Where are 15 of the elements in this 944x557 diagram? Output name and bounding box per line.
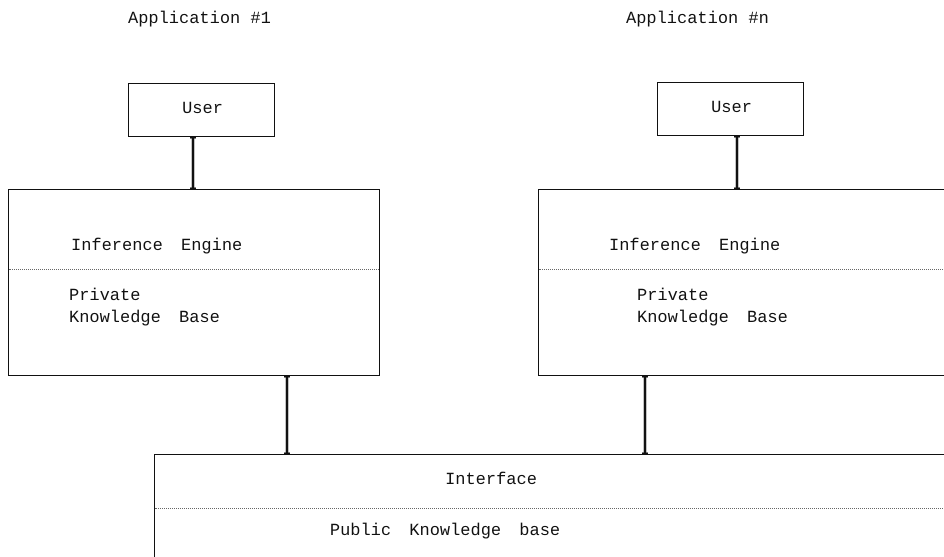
- component-title: Inference Engine: [71, 236, 244, 258]
- component-title: User: [181, 99, 224, 121]
- component-box: [8, 189, 380, 376]
- component-box: [538, 189, 944, 376]
- application-heading: Application #1: [128, 10, 271, 29]
- component-title: User: [710, 98, 753, 120]
- component-box: [154, 454, 944, 557]
- application-heading: Application #n: [626, 10, 769, 29]
- component-title: Inference Engine: [609, 236, 782, 258]
- user-box: [657, 82, 804, 136]
- user-box: [128, 83, 275, 137]
- component-label: Private Knowledge Base: [69, 286, 221, 330]
- component-label: Private Knowledge Base: [637, 286, 789, 330]
- component-title: Interface: [444, 470, 538, 492]
- component-label: Public Knowledge base: [328, 521, 562, 543]
